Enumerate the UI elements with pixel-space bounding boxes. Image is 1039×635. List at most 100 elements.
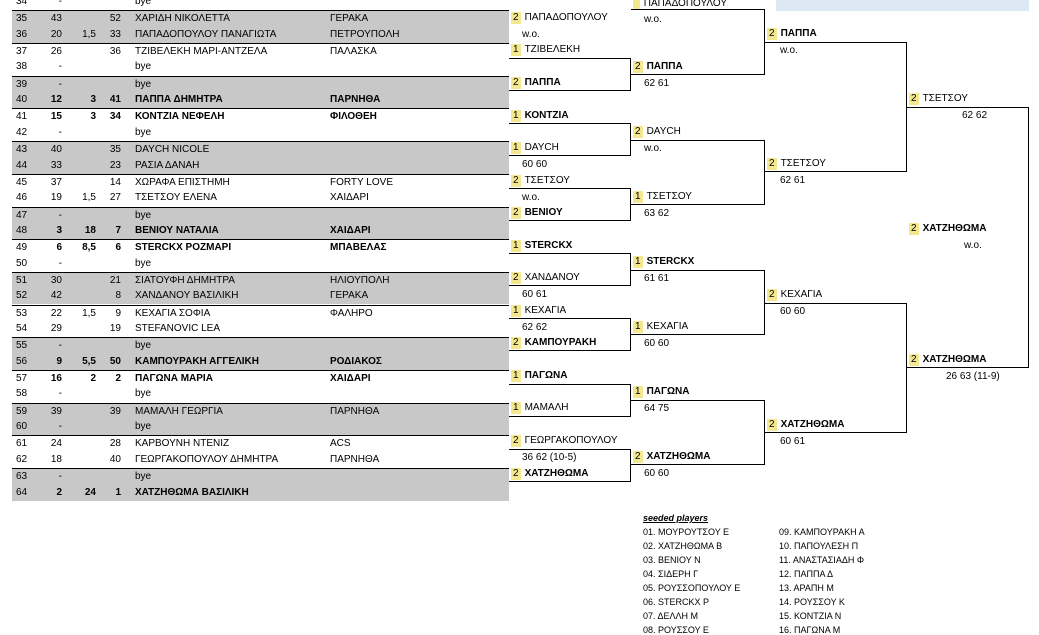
club-name: ΜΠΑΒΕΛΑΣ bbox=[330, 242, 387, 254]
bracket-player-name: ΠΑΠΑΔΟΠΟΥΛΟΥ bbox=[524, 12, 608, 23]
bracket-line bbox=[631, 9, 765, 75]
match-score: w.o. bbox=[644, 143, 662, 154]
line-number: 64 bbox=[16, 486, 28, 498]
draw-row: 47-bye bbox=[12, 206, 509, 224]
player-name: ΧΑΝΔΑΝΟΥ ΒΑΣΙΛΙΚΗ bbox=[135, 290, 239, 302]
ranking: 16 bbox=[50, 373, 62, 385]
ranking: 9 bbox=[56, 355, 62, 367]
seed-marker: 2 bbox=[511, 207, 521, 219]
match-score: 60 60 bbox=[644, 468, 670, 479]
bracket-line bbox=[907, 107, 1029, 368]
player-name: ΚΑΜΠΟΥΡΑΚΗ ΑΓΓΕΛΙΚΗ bbox=[135, 355, 259, 367]
bracket-player-name: ΓΕΩΡΓΑΚΟΠΟΥΛΟΥ bbox=[524, 435, 618, 446]
seed-number: 1 bbox=[115, 486, 121, 498]
ranking: 19 bbox=[50, 192, 62, 204]
bracket-player-name: DAYCH bbox=[646, 126, 681, 137]
player-name: bye bbox=[135, 388, 152, 400]
line-number: 57 bbox=[16, 373, 28, 385]
seed-marker: 2 bbox=[511, 435, 521, 447]
seed-marker: 1 bbox=[511, 305, 521, 317]
ranking: 24 bbox=[50, 438, 62, 450]
bracket-player-name: ΤΣΕΤΣΟΥ bbox=[922, 93, 968, 104]
line-number: 37 bbox=[16, 46, 28, 58]
points: 8,5 bbox=[82, 242, 96, 254]
ranking: 20 bbox=[50, 28, 62, 40]
draw-row: 63-bye bbox=[12, 468, 509, 486]
line-number: 45 bbox=[16, 176, 28, 188]
seed-marker: 1 bbox=[511, 142, 521, 154]
points: 1,5 bbox=[82, 307, 96, 319]
ranking: - bbox=[58, 257, 62, 269]
seeded-player: 04. ΣΙΔΕΡΗ Γ bbox=[643, 569, 699, 579]
player-name: STERCKX ΡΟΖΜΑΡΙ bbox=[135, 242, 232, 254]
seeded-player: 15. ΚΟΝΤΖΙΑ Ν bbox=[779, 611, 842, 621]
match-score: 60 60 bbox=[522, 159, 548, 170]
player-name: bye bbox=[135, 78, 152, 90]
match-score: 64 75 bbox=[644, 403, 670, 414]
bracket-player-name: ΧΑΤΖΗΘΩΜΑ bbox=[524, 468, 589, 479]
line-number: 60 bbox=[16, 421, 28, 433]
seed-marker: 2 bbox=[909, 223, 919, 235]
ranking: - bbox=[58, 421, 62, 433]
player-name: ΓΕΩΡΓΑΚΟΠΟΥΛΟΥ ΔΗΜΗΤΡΑ bbox=[135, 453, 279, 465]
ranking: 42 bbox=[50, 290, 62, 302]
player-name: STEFANOVIC LEA bbox=[135, 323, 221, 334]
player-name: bye bbox=[135, 421, 152, 433]
player-name: ΠΑΠΠΑ ΔΗΜΗΤΡΑ bbox=[135, 94, 223, 106]
bracket-line bbox=[509, 123, 631, 156]
club-name: ΓΕΡΑΚΑ bbox=[330, 290, 369, 302]
line-number: 63 bbox=[16, 471, 28, 483]
seed-marker: 1 bbox=[633, 191, 643, 203]
seed-marker: 1 bbox=[633, 321, 643, 333]
seed-marker: 1 bbox=[511, 44, 521, 56]
club-name: ΦΙΛΟΘΕΗ bbox=[330, 111, 377, 123]
points: 2 bbox=[90, 373, 96, 385]
bracket-player-name: ΠΑΓΩΝΑ bbox=[646, 386, 690, 397]
match-score: 36 62 (10-5) bbox=[522, 452, 577, 463]
seeded-player: 11. ΑΝΑΣΤΑΣΙΑΔΗ Φ bbox=[779, 555, 865, 565]
ranking: 22 bbox=[50, 307, 62, 319]
match-score: 60 61 bbox=[522, 289, 548, 300]
line-number: 41 bbox=[16, 111, 28, 123]
player-name: DAYCH NICOLE bbox=[135, 144, 210, 156]
ranking: - bbox=[58, 126, 62, 138]
club-name: ΗΛΙΟΥΠΟΛΗ bbox=[330, 274, 390, 286]
seed-marker: 2 bbox=[633, 61, 643, 73]
seed-number: 7 bbox=[115, 224, 121, 236]
seed-number: 41 bbox=[109, 94, 121, 106]
seeded-player: 02. ΧΑΤΖΗΘΩΜΑ Β bbox=[643, 541, 723, 551]
seed-number: 34 bbox=[109, 111, 121, 123]
seeded-player: 08. ΡΟΥΣΣΟΥ Ε bbox=[643, 625, 709, 635]
line-number: 56 bbox=[16, 355, 28, 367]
bracket-player-name: STERCKX bbox=[524, 240, 573, 251]
bracket-player-name: ΧΑΝΔΑΝΟΥ bbox=[524, 272, 580, 283]
bracket-player-name: ΤΣΕΤΣΟΥ bbox=[780, 158, 826, 169]
draw-row: 39-bye bbox=[12, 75, 509, 93]
seeded-player: 16. ΠΑΓΩΝΑ Μ bbox=[779, 625, 841, 635]
bracket-line bbox=[509, 188, 631, 221]
seed-marker: 2 bbox=[511, 337, 521, 349]
seeded-player: 12. ΠΑΠΠΑ Δ bbox=[779, 569, 834, 579]
line-number: 58 bbox=[16, 388, 28, 400]
line-number: 53 bbox=[16, 307, 28, 319]
ranking: 12 bbox=[50, 94, 62, 106]
seed-number: 33 bbox=[109, 28, 121, 40]
seed-number: 23 bbox=[109, 159, 121, 171]
player-name: ΤΖΙΒΕΛΕΚΗ ΜΑΡΙ-ΑΝΤΖΕΛΑ bbox=[135, 46, 268, 58]
ranking: 18 bbox=[50, 453, 62, 465]
